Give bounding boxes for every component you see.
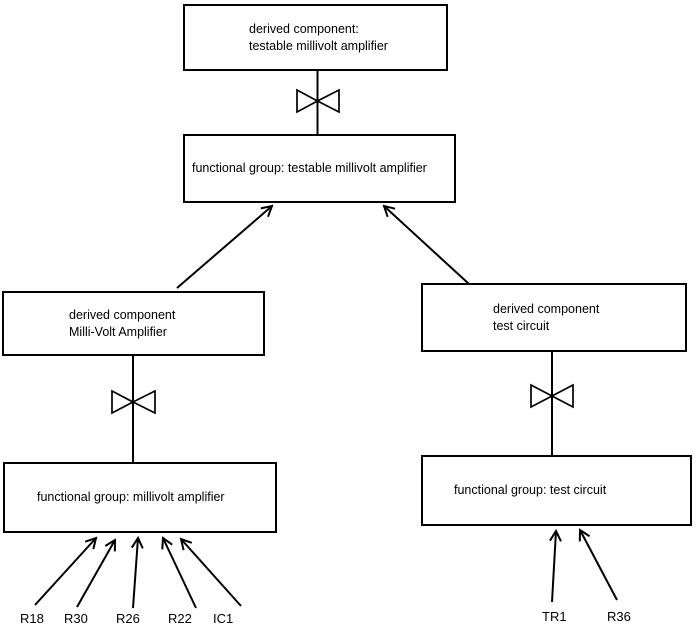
- component-label-r22: R22: [168, 611, 192, 626]
- arrow-ic1-to-left-functional: [179, 537, 242, 607]
- component-label-r36: R36: [607, 609, 631, 624]
- bowtie-icon-left: [111, 389, 156, 415]
- box-text-line: functional group: testable millivolt amp…: [192, 161, 427, 175]
- component-label-tr1: TR1: [542, 609, 567, 624]
- box-text-line: test circuit: [493, 318, 550, 333]
- arrow-r30-to-left-functional: [76, 538, 117, 608]
- component-label-ic1: IC1: [213, 611, 234, 626]
- top-functional-group-box: functional group: testable millivolt amp…: [183, 134, 456, 203]
- box-text-line: derived component: [493, 301, 600, 316]
- bowtie-icon-right: [530, 383, 574, 409]
- right-derived-component-box: derived component test circuit: [421, 283, 687, 352]
- arrow-r26-to-left-functional: [130, 535, 144, 609]
- top-derived-component-box: derived component: testable millivolt am…: [183, 4, 448, 71]
- box-text-line: Milli-Volt Amplifier: [69, 324, 167, 339]
- arrow-right-derived-to-top-functional: [382, 204, 470, 285]
- bowtie-icon-top: [296, 88, 340, 114]
- right-functional-group-box: functional group: test circuit: [421, 455, 692, 526]
- arrow-r18-to-left-functional: [34, 536, 98, 606]
- arrow-r36-to-right-functional: [578, 528, 618, 601]
- component-label-r18: R18: [20, 611, 44, 626]
- arrow-r22-to-left-functional: [161, 536, 197, 609]
- box-text-line: derived component:: [249, 21, 359, 36]
- box-text-line: functional group: millivolt amplifier: [37, 490, 225, 504]
- box-text-line: derived component: [69, 307, 176, 322]
- arrow-left-derived-to-top-functional: [176, 204, 274, 289]
- left-derived-component-box: derived component Milli-Volt Amplifier: [2, 291, 265, 356]
- box-text-line: testable millivolt amplifier: [249, 38, 388, 53]
- component-label-r26: R26: [116, 611, 140, 626]
- box-text-line: functional group: test circuit: [454, 483, 607, 497]
- component-label-r30: R30: [64, 611, 88, 626]
- left-functional-group-box: functional group: millivolt amplifier: [3, 462, 277, 533]
- arrow-tr1-to-right-functional: [549, 528, 562, 603]
